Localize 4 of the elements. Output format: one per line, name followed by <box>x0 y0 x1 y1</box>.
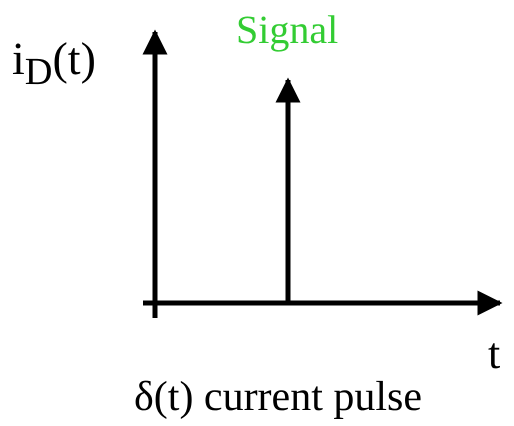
caption-text: δ(t) current pulse <box>134 376 422 418</box>
signal-label: Signal <box>236 10 338 50</box>
axis-label: t <box>488 332 500 376</box>
axis-label: i$_{D}$(t) <box>12 36 96 92</box>
